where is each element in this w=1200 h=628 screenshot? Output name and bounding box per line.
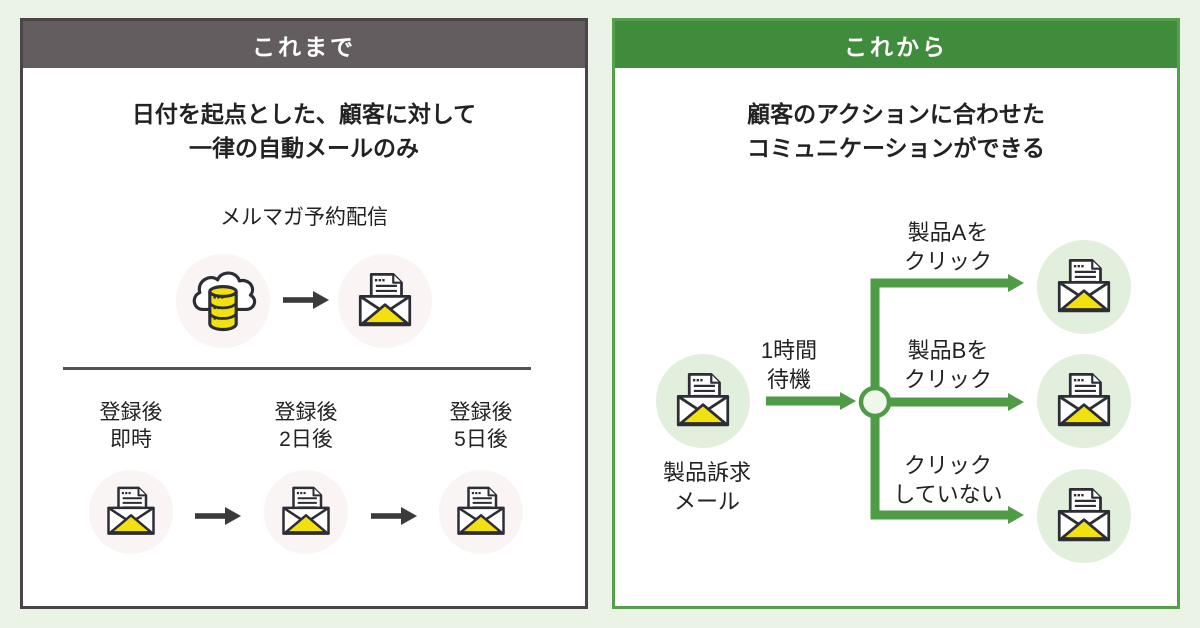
mail-envelope-icon bbox=[1051, 254, 1117, 320]
source-mail-label-line2: メール bbox=[673, 489, 740, 514]
section-divider bbox=[63, 367, 531, 370]
flow-connectors bbox=[766, 274, 1024, 524]
cloud-database-icon bbox=[185, 263, 261, 339]
branch-c-label: クリック していない bbox=[853, 451, 1043, 509]
step1-label-line2: 即時 bbox=[110, 428, 152, 451]
branch-c-connector bbox=[870, 402, 1008, 520]
mail-envelope-icon bbox=[1051, 483, 1117, 549]
branch-b-mail-circle bbox=[1037, 354, 1131, 448]
branch-a-label: 製品Aを クリック bbox=[853, 218, 1043, 276]
before-panel: これまで 日付を起点とした、顧客に対して 一律の自動メールのみ メルマガ予約配信… bbox=[20, 18, 588, 609]
after-title-line1: 顧客のアクションに合わせた bbox=[747, 101, 1045, 127]
after-panel: これから 顧客のアクションに合わせた コミュニケーションができる bbox=[612, 18, 1180, 609]
branch-b-label-line1: 製品Bを bbox=[907, 338, 989, 363]
source-mail-label: 製品訴求 メール bbox=[615, 458, 799, 516]
step2-label-line1: 登録後 bbox=[274, 401, 338, 424]
step3-label: 登録後 5日後 bbox=[406, 399, 556, 453]
step3-label-line1: 登録後 bbox=[449, 401, 513, 424]
branch-b-label: 製品Bを クリック bbox=[853, 336, 1043, 394]
mail-envelope-icon bbox=[1051, 368, 1117, 434]
flow-arrow-icon bbox=[1008, 274, 1024, 292]
branch-a-label-line1: 製品Aを bbox=[907, 220, 989, 245]
step3-mail-circle bbox=[439, 470, 523, 554]
newsletter-source-circle bbox=[176, 254, 270, 348]
branch-c-mail-circle bbox=[1037, 469, 1131, 563]
mail-envelope-icon bbox=[276, 482, 336, 542]
arrow-right-icon bbox=[283, 291, 329, 309]
mail-envelope-icon bbox=[451, 482, 511, 542]
wait-label-line1: 1時間 bbox=[760, 338, 818, 363]
branch-a-connector bbox=[870, 278, 1008, 402]
before-header-label: これまで bbox=[252, 33, 356, 60]
step2-mail-circle bbox=[264, 470, 348, 554]
before-title-line2: 一律の自動メールのみ bbox=[189, 135, 419, 161]
newsletter-flow-label: メルマガ予約配信 bbox=[220, 206, 388, 229]
mail-envelope-icon bbox=[101, 482, 161, 542]
flow-arrow-icon bbox=[1008, 393, 1024, 411]
step3-label-line2: 5日後 bbox=[454, 428, 508, 451]
mail-envelope-icon bbox=[352, 268, 418, 334]
flow-arrow-icon bbox=[1008, 506, 1024, 524]
arrow-right-icon bbox=[371, 507, 417, 525]
mail-envelope-icon bbox=[670, 368, 736, 434]
branch-c-label-line2: していない bbox=[893, 482, 1003, 507]
step2-label-line2: 2日後 bbox=[279, 428, 333, 451]
after-header-label: これから bbox=[844, 33, 948, 60]
wait-label-line2: 待機 bbox=[766, 367, 811, 392]
flow-arrow-icon bbox=[840, 392, 856, 410]
step2-label: 登録後 2日後 bbox=[231, 399, 381, 453]
branch-c-label-line1: クリック bbox=[903, 453, 992, 478]
newsletter-mail-circle bbox=[338, 254, 432, 348]
after-title: 顧客のアクションに合わせた コミュニケーションができる bbox=[615, 97, 1177, 165]
wait-label: 1時間 待機 bbox=[729, 336, 849, 394]
before-title-line1: 日付を起点とした、顧客に対して bbox=[131, 101, 477, 127]
before-panel-header: これまで bbox=[23, 21, 585, 68]
branch-node-icon bbox=[858, 385, 892, 419]
branch-a-label-line2: クリック bbox=[903, 249, 992, 274]
after-panel-header: これから bbox=[615, 21, 1177, 68]
arrow-right-icon bbox=[195, 507, 241, 525]
source-mail-label-line1: 製品訴求 bbox=[662, 460, 751, 485]
branch-a-mail-circle bbox=[1037, 240, 1131, 334]
source-mail-circle bbox=[656, 354, 750, 448]
step1-label-line1: 登録後 bbox=[99, 401, 163, 424]
branch-b-label-line2: クリック bbox=[903, 367, 992, 392]
step1-mail-circle bbox=[89, 470, 173, 554]
after-title-line2: コミュニケーションができる bbox=[746, 135, 1046, 161]
before-title: 日付を起点とした、顧客に対して 一律の自動メールのみ bbox=[23, 97, 585, 165]
step1-label: 登録後 即時 bbox=[56, 399, 206, 453]
